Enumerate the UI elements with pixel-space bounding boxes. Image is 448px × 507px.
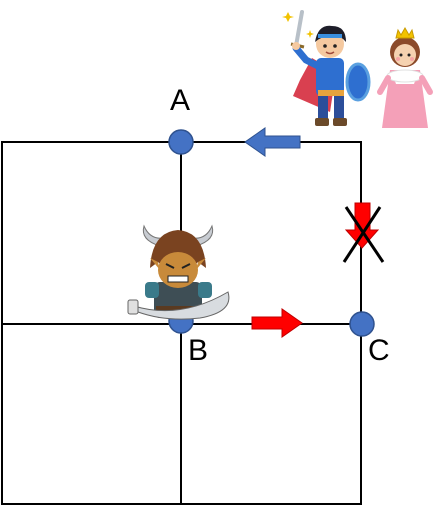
arrow-left-icon <box>244 127 301 157</box>
arrow-right-icon <box>251 308 303 338</box>
villain-icon <box>127 224 230 320</box>
node-a <box>168 129 194 155</box>
blocked-arrow-down-icon <box>342 202 385 263</box>
node-c-label: C <box>368 334 390 367</box>
node-c <box>349 311 375 337</box>
node-a-label: A <box>170 84 191 117</box>
hero-icon <box>282 10 371 126</box>
princess-icon <box>377 26 433 128</box>
node-b-label: B <box>188 334 209 367</box>
